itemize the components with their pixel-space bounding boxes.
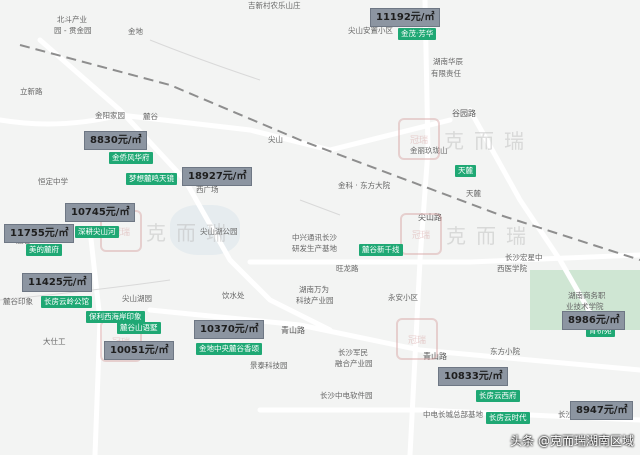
project-shanhe[interactable]: 深耕尖山河 (75, 226, 119, 238)
road-lower (257, 407, 640, 423)
place-zhongxing-2: 研发生产基地 (292, 244, 337, 253)
place-jindilu: 金地 (128, 27, 143, 36)
place-youjian: 有限责任 (431, 69, 461, 78)
project-tianlu[interactable]: 天麓 (455, 165, 476, 177)
watermark: 冠瑞 克而瑞 (398, 118, 534, 160)
place-jianshan-anzhi: 尖山安置小区 (348, 26, 393, 35)
watermark-seal: 冠瑞 (398, 118, 440, 160)
price-tag-jindi[interactable]: 10370元/㎡ (194, 320, 265, 339)
road-jianshan (407, 0, 431, 455)
place-wanglong: 旺龙路 (336, 264, 359, 273)
road-east (467, 107, 603, 333)
place-jianshan: 尖山 (268, 135, 283, 144)
price-tag-mengxiang[interactable]: 18927元/㎡ (182, 167, 253, 186)
place-ronghe: 融合产业园 (335, 359, 373, 368)
place-zhongdian-changcheng: 中电长城总部基地 (423, 410, 483, 419)
place-huwanwei: 湖南万为 (299, 285, 329, 294)
place-zhongxing: 中兴通讯长沙 (292, 233, 337, 242)
place-yongan: 永安小区 (388, 293, 418, 302)
road-diagonal (37, 37, 333, 333)
road-label-jianshan-lu: 尖山路 (418, 213, 442, 222)
watermark-seal-5: 冠瑞 (396, 318, 438, 360)
project-baoli[interactable]: 保利西海岸印象 (86, 311, 145, 323)
place-xiguangchang: 西广场 (196, 185, 219, 194)
price-tag-yuyuan[interactable]: 11425元/㎡ (22, 273, 93, 292)
project-jindi[interactable]: 金地中央麓谷香颂 (196, 343, 262, 355)
place-jianshanhu: 尖山湖公园 (200, 227, 238, 236)
price-tag-changfang-shidai[interactable]: 8947元/㎡ (570, 401, 634, 420)
price-tag-jingyu[interactable]: 8830元/㎡ (84, 131, 148, 150)
place-hunan-huachen: 湖南华辰 (433, 57, 463, 66)
place-jinxiu: 金丽玖珑山 (410, 146, 448, 155)
project-jinqiao-ruifu[interactable]: 金侨风华府 (109, 152, 153, 164)
price-tag-meide[interactable]: 11755元/㎡ (4, 224, 75, 243)
place-lugu: 麓谷 (143, 112, 158, 121)
project-jinmao-fanghua[interactable]: 金茂·芳华 (398, 28, 437, 40)
place-beidou-2: 园 - 贯金园 (54, 26, 92, 35)
project-meide[interactable]: 美的麓府 (26, 244, 62, 256)
place-kejiyuan: 科技产业园 (296, 296, 334, 305)
price-tag-shanhe[interactable]: 10745元/㎡ (65, 203, 136, 222)
place-jinchengcun: 吉新村农乐山庄 (248, 1, 301, 10)
road-wanglong (247, 252, 640, 265)
project-lugu-qianxian[interactable]: 麓谷新千线 (359, 244, 403, 256)
watermark-3: 冠瑞 克而瑞 (400, 213, 536, 255)
place-datuizhi: 大仕工 (43, 337, 66, 346)
watermark-text: 克而瑞 (444, 128, 534, 153)
watermark-text-2: 克而瑞 (146, 220, 236, 245)
price-tag-changfangyunxi[interactable]: 10833元/㎡ (438, 367, 509, 386)
project-yuyuan[interactable]: 长房云岭公馆 (41, 296, 92, 308)
road-left (87, 227, 103, 455)
road-label-guyuan: 谷园路 (452, 109, 476, 118)
project-changfang-shidai[interactable]: 长房云时代 (486, 412, 530, 424)
place-jingtai: 景泰科技园 (250, 361, 288, 370)
road-qingshan (147, 307, 640, 373)
price-tag-qingyuan[interactable]: 8986元/㎡ (562, 311, 626, 330)
project-lugushanju[interactable]: 麓谷山语墅 (117, 322, 161, 334)
road-main-ring (0, 112, 453, 153)
credit-watermark: 头条 @克而瑞湖南区域 (510, 434, 634, 448)
watermark-5: 冠瑞 (396, 318, 438, 360)
place-xiyuan: 西医学院 (497, 264, 527, 273)
project-changfangyunxi[interactable]: 长房云西府 (476, 390, 520, 402)
place-changsha-hongxing: 长沙宏星中 (505, 253, 543, 262)
place-jishu: 业技术学院 (566, 302, 604, 311)
price-tag-lugushanju[interactable]: 10051元/㎡ (104, 341, 175, 360)
place-hengzhong: 恒定中学 (38, 177, 68, 186)
price-tag-jinxiu[interactable]: 11192元/㎡ (370, 8, 441, 27)
place-beidou: 北斗产业 (57, 15, 87, 24)
place-yinshui: 饮水处 (222, 291, 245, 300)
place-jianshanhu-park: 尖山湖园 (122, 294, 152, 303)
place-changsha-junmin: 长沙军民 (338, 348, 368, 357)
place-lugu-yinhua: 麓谷印象 (3, 297, 33, 306)
place-hunan-zhiye: 湖南商务职 (568, 291, 606, 300)
watermark-text-3: 克而瑞 (446, 223, 536, 248)
place-dongfang-xiaoqu: 东方小院 (490, 347, 520, 356)
place-jinke: 金科 · 东方大院 (338, 181, 391, 190)
place-lixin: 立新路 (20, 87, 43, 96)
place-jinjiang: 金阳家园 (95, 111, 125, 120)
railway (19, 44, 640, 261)
place-tianqi: 天麓 (466, 189, 481, 198)
place-changsha-zhongdian: 长沙中电软件园 (320, 391, 373, 400)
road-label-qingshan: 青山路 (281, 326, 305, 335)
watermark-seal-3: 冠瑞 (400, 213, 442, 255)
project-mengxiang[interactable]: 梦想麓鸣天镜 (126, 173, 177, 185)
